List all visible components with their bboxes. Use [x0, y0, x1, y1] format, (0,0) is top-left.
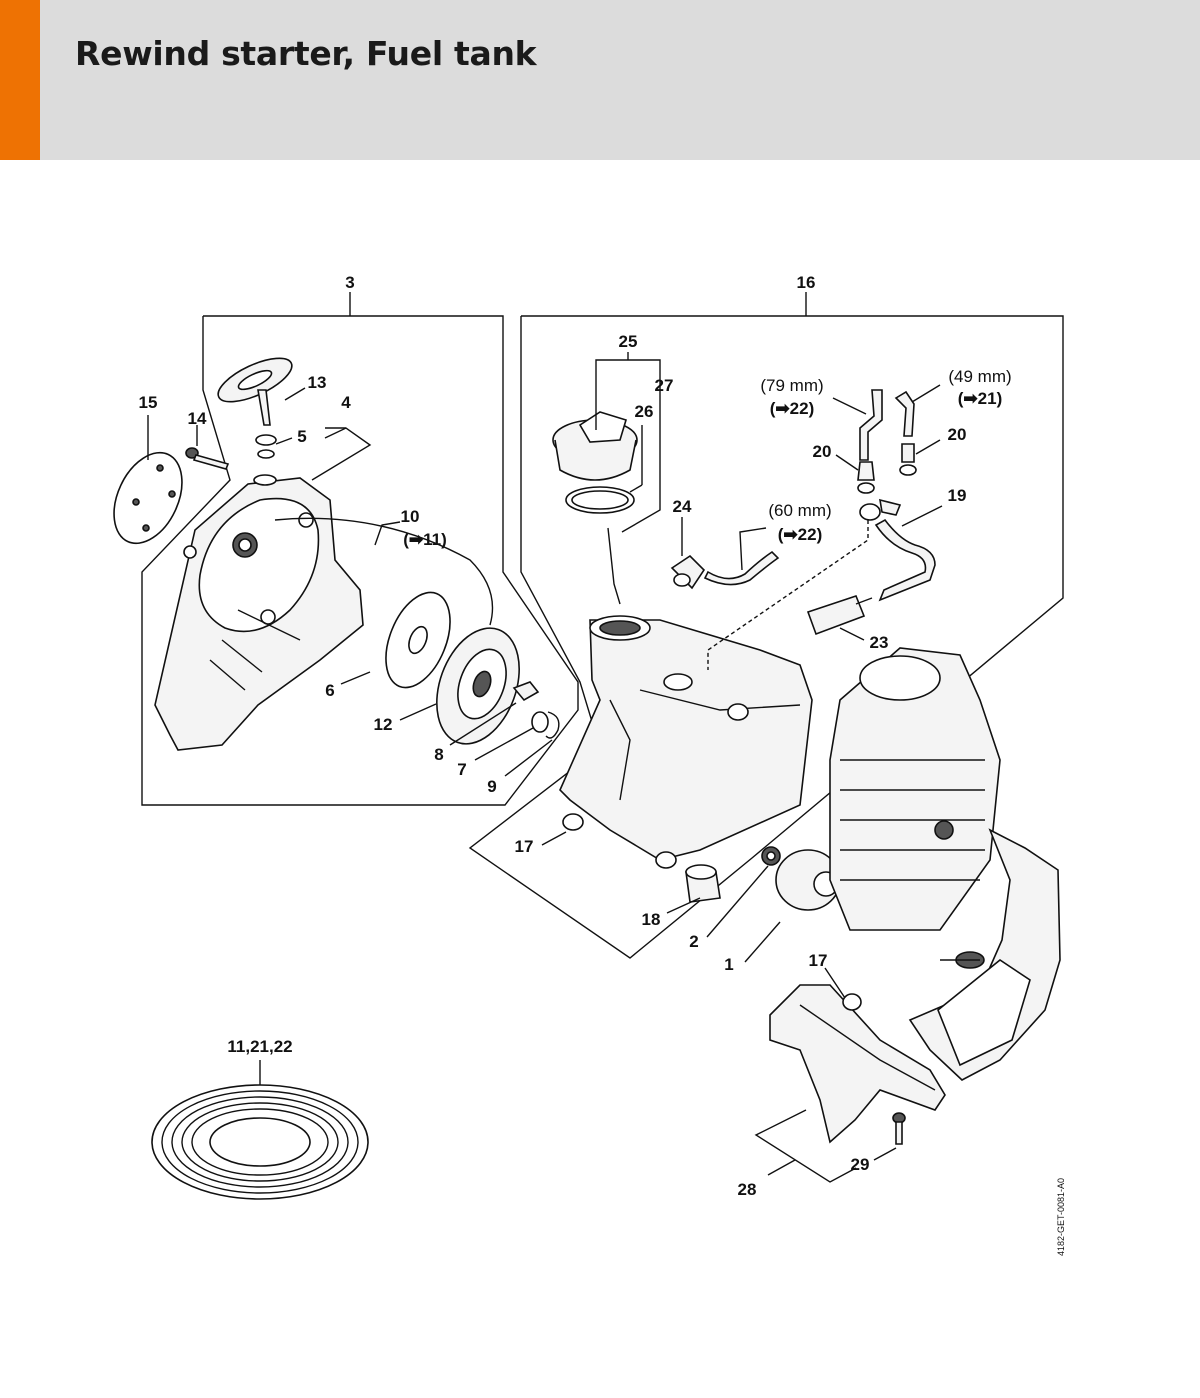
callout-24: 24: [673, 497, 692, 516]
rope-rotor: [436, 627, 520, 745]
hose-79mm-length: (79 mm): [760, 376, 823, 395]
leader-lines: [147, 352, 943, 1183]
rubber-buffer-17: [562, 813, 584, 831]
nut-2: [761, 846, 781, 866]
callout-14: 14: [188, 409, 207, 428]
fuel-tank: [559, 615, 813, 869]
fuel-hose-19: [859, 498, 936, 602]
callout-labels: 3 16 13 15 14 4 5 10 (➡11) 6 12 8 7 9 25…: [139, 273, 1012, 1199]
ref-10: (➡11): [403, 530, 447, 549]
callout-1: 1: [724, 955, 733, 974]
washer-7: [531, 711, 549, 733]
spring-clip-9: [545, 711, 560, 739]
callout-16: 16: [797, 273, 816, 292]
engine-cylinder: [829, 647, 1001, 931]
hose-60mm: [703, 550, 780, 586]
hose-49mm: [894, 390, 915, 437]
callout-19: 19: [948, 486, 967, 505]
callout-3: 3: [345, 273, 354, 292]
crankcase-housing: [908, 828, 1061, 1081]
vent-rod: [607, 527, 621, 605]
hose-60mm-length: (60 mm): [768, 501, 831, 520]
callout-13: 13: [308, 373, 327, 392]
callout-15: 15: [139, 393, 158, 412]
callout-17-tank: 17: [515, 837, 534, 856]
callout-6: 6: [325, 681, 334, 700]
document-code: 4182-GET-0081-A0: [1056, 1150, 1100, 1290]
buffer-17b: [842, 993, 862, 1011]
hose-49mm-length: (49 mm): [948, 367, 1011, 386]
header-accent-stripe: [0, 0, 40, 160]
page-title: Rewind starter, Fuel tank: [75, 34, 537, 73]
group-frame-fuel-tank: [468, 292, 1064, 959]
callout-17-guard: 17: [809, 951, 828, 970]
washer-stack: [253, 434, 277, 486]
callout-2: 2: [689, 932, 698, 951]
callout-25: 25: [619, 332, 638, 351]
header-bar: [0, 0, 1200, 160]
starter-grip: [217, 357, 293, 426]
fuel-pickup-body-23: [806, 595, 873, 636]
spring-plate: [113, 451, 183, 545]
o-ring-26: [565, 486, 635, 514]
callout-4: 4: [341, 393, 351, 412]
callout-20-right: 20: [948, 425, 967, 444]
callout-5: 5: [297, 427, 306, 446]
screw-29: [892, 1112, 906, 1145]
callout-10: 10: [401, 507, 420, 526]
grommet-20a: [857, 461, 875, 494]
rubber-buffer-18: [685, 864, 721, 903]
screw-14: [185, 447, 230, 470]
callout-28: 28: [738, 1180, 757, 1199]
callout-27: 27: [655, 376, 674, 395]
callout-9: 9: [487, 777, 496, 796]
hose-79mm-ref: (➡22): [770, 399, 814, 418]
callout-7: 7: [457, 760, 466, 779]
callout-11-21-22: 11,21,22: [227, 1037, 292, 1056]
starter-rope: [274, 517, 494, 626]
callout-12: 12: [374, 715, 393, 734]
grommet-20b: [899, 443, 917, 476]
callout-8: 8: [434, 745, 443, 764]
starter-housing: [154, 477, 364, 751]
rope-rotor-disc: [385, 591, 451, 689]
callout-18: 18: [642, 910, 661, 929]
guard-28: [769, 984, 946, 1144]
hose-79mm: [859, 389, 883, 461]
rope-coil: [151, 1084, 369, 1200]
dashed-routing: [707, 520, 869, 670]
elbow-connector-24: [670, 554, 706, 590]
document-code-text: 4182-GET-0081-A0: [1056, 1177, 1067, 1257]
callout-29: 29: [851, 1155, 870, 1174]
hose-60mm-ref: (➡22): [778, 525, 822, 544]
callout-20-left: 20: [813, 442, 832, 461]
hose-49mm-ref: (➡21): [958, 389, 1002, 408]
pawl-8: [512, 681, 540, 702]
filler-cap: [552, 411, 638, 481]
callout-26: 26: [635, 402, 654, 421]
callout-23: 23: [870, 633, 889, 652]
group-frame-rewind-starter: [141, 292, 579, 806]
